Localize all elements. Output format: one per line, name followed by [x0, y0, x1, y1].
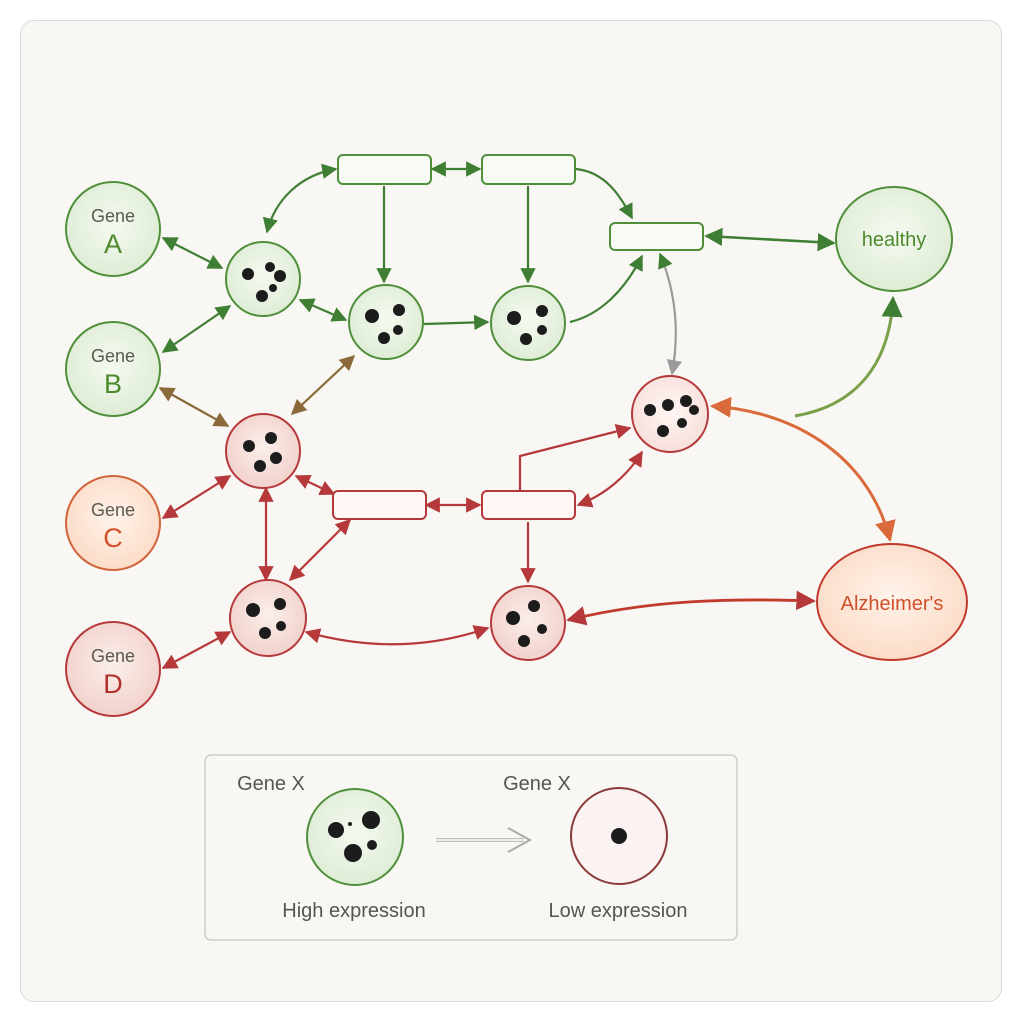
gene-d-word: Gene	[91, 646, 135, 666]
cell-r1	[225, 413, 301, 489]
edge-gene-b-node-g1	[161, 305, 232, 353]
gene-d-letter: D	[103, 669, 123, 699]
edge-gene-d-node-r2	[161, 631, 232, 669]
cell-r3	[490, 585, 566, 661]
legend-high-gene-label: Gene X	[237, 773, 305, 795]
cell-g1	[225, 241, 301, 317]
outcome-healthy: healthy	[835, 186, 953, 292]
gene-node-b: Gene B	[65, 321, 161, 417]
edge-node-r1-box-m1	[294, 474, 336, 496]
connections	[158, 161, 903, 669]
edge-box-t3-node-m	[658, 252, 683, 376]
legend-low-expression-caption: Low expression	[549, 900, 688, 922]
edge-box-t3-healthy	[704, 227, 836, 252]
gene-c-word: Gene	[91, 500, 135, 520]
gene-node-d: Gene D	[65, 621, 161, 717]
edge-gene-a-node-g1	[161, 237, 224, 269]
outcome-alzheimers: Alzheimer's	[816, 543, 968, 661]
legend-low-expression-cell	[570, 787, 668, 885]
edge-node-g1-node-g2	[298, 298, 348, 322]
edge-node-g2-node-g3	[423, 314, 490, 331]
gene-node-a: Gene A	[65, 181, 161, 277]
legend-high-expression-cell	[306, 788, 404, 886]
edge-box-t2-box-t3	[575, 167, 633, 220]
gene-c-letter: C	[103, 523, 123, 553]
edge-node-r2-node-r3	[304, 625, 490, 646]
box-top-2	[481, 154, 576, 185]
edge-gene-c-node-r1	[161, 475, 232, 519]
box-top-1	[337, 154, 432, 185]
legend-low-gene-label: Gene X	[503, 773, 571, 795]
legend-arrow	[436, 827, 533, 853]
edge-node-m-alzheimers	[709, 396, 896, 543]
edge-node-r3-alzheimers	[566, 590, 816, 626]
transcript-boxes	[332, 154, 704, 520]
legend: Gene X Gene X High expression Low expres…	[204, 754, 738, 941]
box-mid-2	[481, 490, 576, 520]
edge-box-m1-node-r2	[288, 518, 352, 582]
edge-node-g1-box-t1	[262, 163, 338, 234]
edge-node-r1-node-g2	[290, 354, 356, 416]
outcome-healthy-label: healthy	[862, 229, 927, 251]
gene-node-c: Gene C	[65, 475, 161, 571]
edge-box-m2-node-m-branch	[518, 423, 632, 490]
cell-m	[631, 375, 709, 453]
edge-gene-b-node-r1	[158, 387, 230, 427]
outcome-alzheimers-label: Alzheimer's	[841, 593, 944, 615]
cell-r2	[229, 579, 307, 657]
edge-box-m2-node-m	[576, 450, 643, 508]
edge-node-g3-box-t3	[569, 254, 643, 324]
gene-b-letter: B	[104, 369, 122, 399]
edge-node-m-healthy	[794, 295, 903, 418]
gene-a-word: Gene	[91, 206, 135, 226]
legend-high-expression-caption: High expression	[282, 900, 425, 922]
cell-g2	[348, 284, 424, 360]
box-mid-1	[332, 490, 427, 520]
gene-a-letter: A	[104, 229, 122, 259]
gene-b-word: Gene	[91, 346, 135, 366]
cell-g3	[490, 285, 566, 361]
box-top-3	[609, 222, 704, 251]
